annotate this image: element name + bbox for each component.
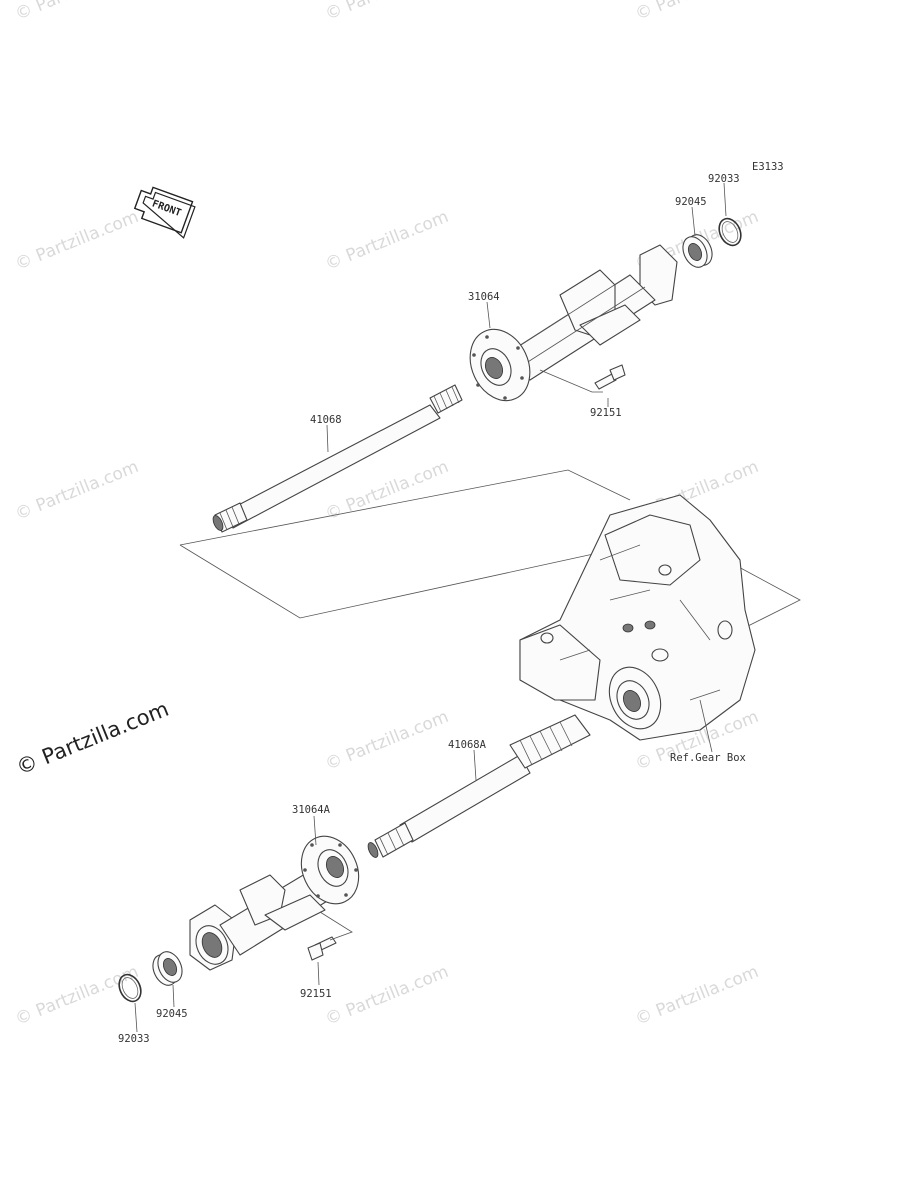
bearing-92045-top [682,234,713,268]
part-label-92045-bottom[interactable]: 92045 [156,1008,188,1020]
axle-housing-31064A [189,835,360,971]
shaft-41068A [367,714,591,858]
part-label-41068A[interactable]: 41068A [448,739,487,751]
part-label-41068[interactable]: 41068 [310,414,342,426]
leader-lines [134,182,727,1033]
reference-outline-right [734,564,801,631]
front-arrow-icon: FRONT [133,186,196,239]
gear-box [519,494,756,741]
shaft-41068 [212,384,463,533]
part-labels: 92033 92045 31064 92151 41068 41068A 310… [118,173,740,1045]
watermark: © Partzilla.com [632,0,761,25]
part-label-92151-top[interactable]: 92151 [590,407,622,419]
reference-outline-top-lower [179,544,599,619]
part-label-31064A[interactable]: 31064A [292,804,331,816]
part-label-92033-top[interactable]: 92033 [708,173,740,185]
ref-gear-box-label: Ref.Gear Box [670,752,746,764]
watermark-main: © Partzilla.com [13,697,172,780]
circlip-92033-bottom [118,973,142,1003]
ref-leader [699,699,713,753]
bolt-92151-top [594,364,626,390]
watermark: © Partzilla.com [322,207,451,275]
part-label-92151-bottom[interactable]: 92151 [300,988,332,1000]
watermark: © Partzilla.com [12,207,141,275]
watermark: © Partzilla.com [12,457,141,525]
watermark: © Partzilla.com [322,0,451,25]
watermark: © Partzilla.com [322,962,451,1030]
watermark: © Partzilla.com [12,0,141,25]
part-label-31064[interactable]: 31064 [468,291,500,303]
part-label-92033-bottom[interactable]: 92033 [118,1033,150,1045]
part-label-92045-top[interactable]: 92045 [675,196,707,208]
reference-outline-top [179,469,631,546]
bolt-92151-bottom [307,936,337,961]
watermark: © Partzilla.com [632,962,761,1030]
circlip-92033-top [718,217,742,247]
watermark: © Partzilla.com [322,707,451,775]
bearing-92045-bottom [152,951,183,986]
axle-housing-31064 [469,244,678,402]
diagram-code: E3133 [752,161,784,173]
